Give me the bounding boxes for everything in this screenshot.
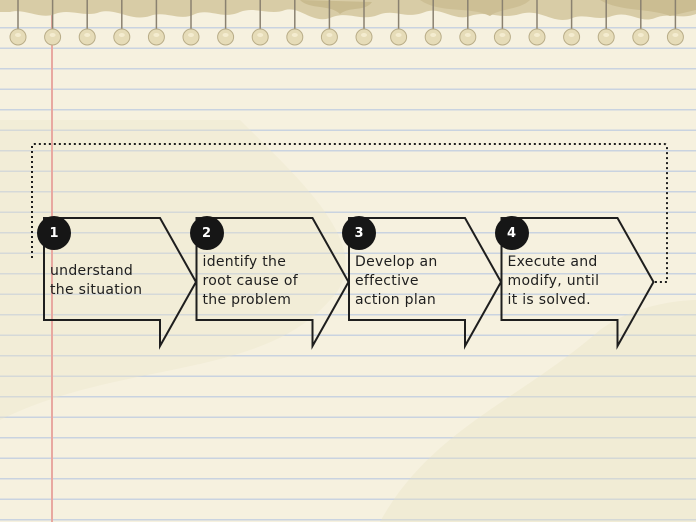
step-arrow-2: [195, 217, 350, 350]
step-label: identify the root cause of the problem: [203, 253, 323, 310]
margin-line: [51, 0, 53, 522]
step-label-line: it is solved.: [507, 292, 591, 308]
binder-ring: [666, 0, 684, 46]
step-label-line: root cause of: [202, 273, 298, 289]
step-number-badge: 2: [189, 216, 224, 250]
step-label-line: effective: [355, 273, 419, 289]
binder-ring: [320, 0, 338, 46]
binder-ring: [355, 0, 373, 46]
binder-ring: [182, 0, 200, 46]
step-label-line: Execute and: [507, 254, 598, 270]
binder-ring: [563, 0, 581, 46]
step-label-line: Develop an: [355, 254, 438, 270]
binder-ring: [78, 0, 96, 46]
step-label-line: understand: [50, 263, 134, 279]
binder-ring: [251, 0, 269, 46]
step-label-line: the problem: [202, 292, 292, 308]
binder-ring: [44, 0, 62, 46]
binder-ring: [217, 0, 235, 46]
step-arrow-1: [43, 217, 198, 350]
binder-ring: [459, 0, 477, 46]
step-label-line: the situation: [50, 282, 143, 298]
step-label-line: identify the: [202, 254, 287, 270]
step-arrow-3: [348, 217, 503, 350]
binder-ring: [493, 0, 511, 46]
binder-ring: [528, 0, 546, 46]
step-number-badge: 3: [342, 216, 376, 250]
step-label-line: modify, until: [507, 273, 600, 289]
step-label-line: action plan: [355, 292, 437, 308]
step-arrow-4: [500, 217, 655, 350]
step-label: understand the situation: [50, 262, 170, 300]
binder-ring: [597, 0, 615, 46]
step-label: Develop an effective action plan: [355, 253, 475, 310]
binder-ring: [147, 0, 165, 46]
binder-ring: [390, 0, 408, 46]
binder-ring: [632, 0, 650, 46]
binder-ring: [286, 0, 304, 46]
step-label: Execute and modify, until it is solved.: [508, 253, 628, 310]
torn-paper-edge: [0, 0, 696, 46]
step-number-badge: 1: [37, 216, 71, 250]
binder-ring: [424, 0, 442, 46]
step-number-badge: 4: [494, 216, 529, 250]
binder-ring: [9, 0, 27, 46]
binder-ring: [113, 0, 131, 46]
